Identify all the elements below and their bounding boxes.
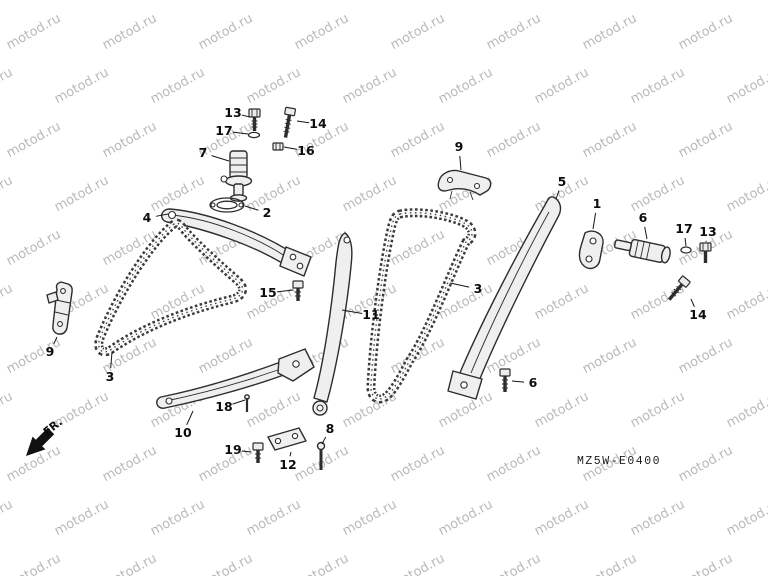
bolt-14-front xyxy=(283,106,297,138)
guide-mount-bolt xyxy=(499,368,511,392)
left-cam-chain xyxy=(94,218,248,357)
joint-plate-12 xyxy=(267,427,307,451)
rear-tensioner-lifter xyxy=(613,238,671,264)
rear-tensioner-gasket xyxy=(578,230,604,270)
right-cam-chain xyxy=(366,208,477,404)
bolt-13-front xyxy=(248,108,261,131)
rear-chain-guide xyxy=(447,196,562,400)
bolt-14-rear xyxy=(667,275,691,301)
fr-arrow-icon xyxy=(26,427,55,456)
front-direction-indicator: FR. xyxy=(26,416,65,456)
left-guide-bracket xyxy=(46,281,73,335)
washer-17-rear xyxy=(680,246,692,254)
bolt-15 xyxy=(292,280,304,301)
upper-front-chain-guide xyxy=(161,208,312,277)
upper-guide-bracket xyxy=(437,169,492,201)
diagram-code: MZ5W-E0400 xyxy=(577,455,662,468)
pin-8 xyxy=(316,441,326,470)
bolt-19 xyxy=(252,442,264,463)
tensioner-blade xyxy=(312,232,353,416)
bolt-13-rear xyxy=(699,242,712,263)
tensioner-gasket xyxy=(209,197,245,213)
lower-chain-guide xyxy=(156,348,315,409)
pin-18 xyxy=(244,394,250,412)
washer-17-front xyxy=(247,131,261,139)
callout-leader-lines xyxy=(53,114,707,457)
front-tensioner-lifter xyxy=(220,150,253,202)
nut-16 xyxy=(272,142,284,151)
